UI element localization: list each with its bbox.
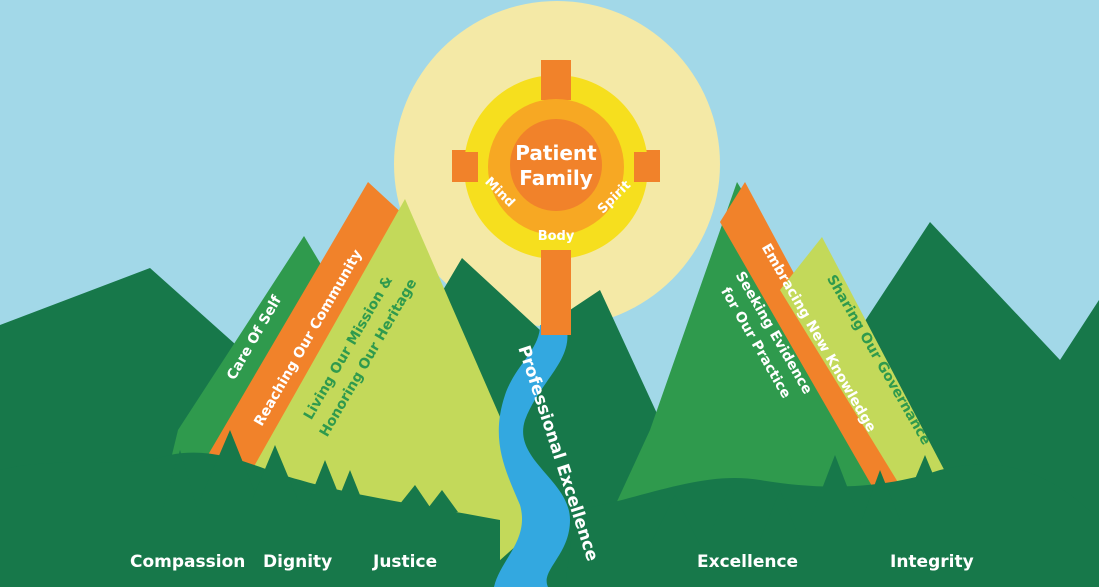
cross-bottom-arm — [541, 250, 571, 335]
left-orange-band — [205, 182, 405, 500]
cross-top-arm — [541, 60, 571, 100]
cross-right-arm — [634, 152, 660, 182]
river — [494, 325, 570, 587]
value-justice: Justice — [373, 552, 438, 572]
trees-left — [160, 430, 458, 520]
center-title-line2: Family — [519, 166, 593, 190]
cross-left-arm — [452, 152, 478, 182]
ring-word-body: Body — [538, 229, 575, 244]
foreground-ground — [0, 452, 500, 587]
sun-core — [510, 119, 602, 211]
center-title-line1: Patient — [515, 141, 597, 165]
value-excellence: Excellence — [697, 552, 799, 572]
foreground-ground-right — [565, 464, 1099, 587]
value-dignity: Dignity — [263, 552, 333, 572]
right-light-mountain — [780, 237, 960, 510]
value-compassion: Compassion — [130, 552, 246, 572]
value-integrity: Integrity — [890, 552, 974, 572]
trees-right — [650, 455, 950, 545]
